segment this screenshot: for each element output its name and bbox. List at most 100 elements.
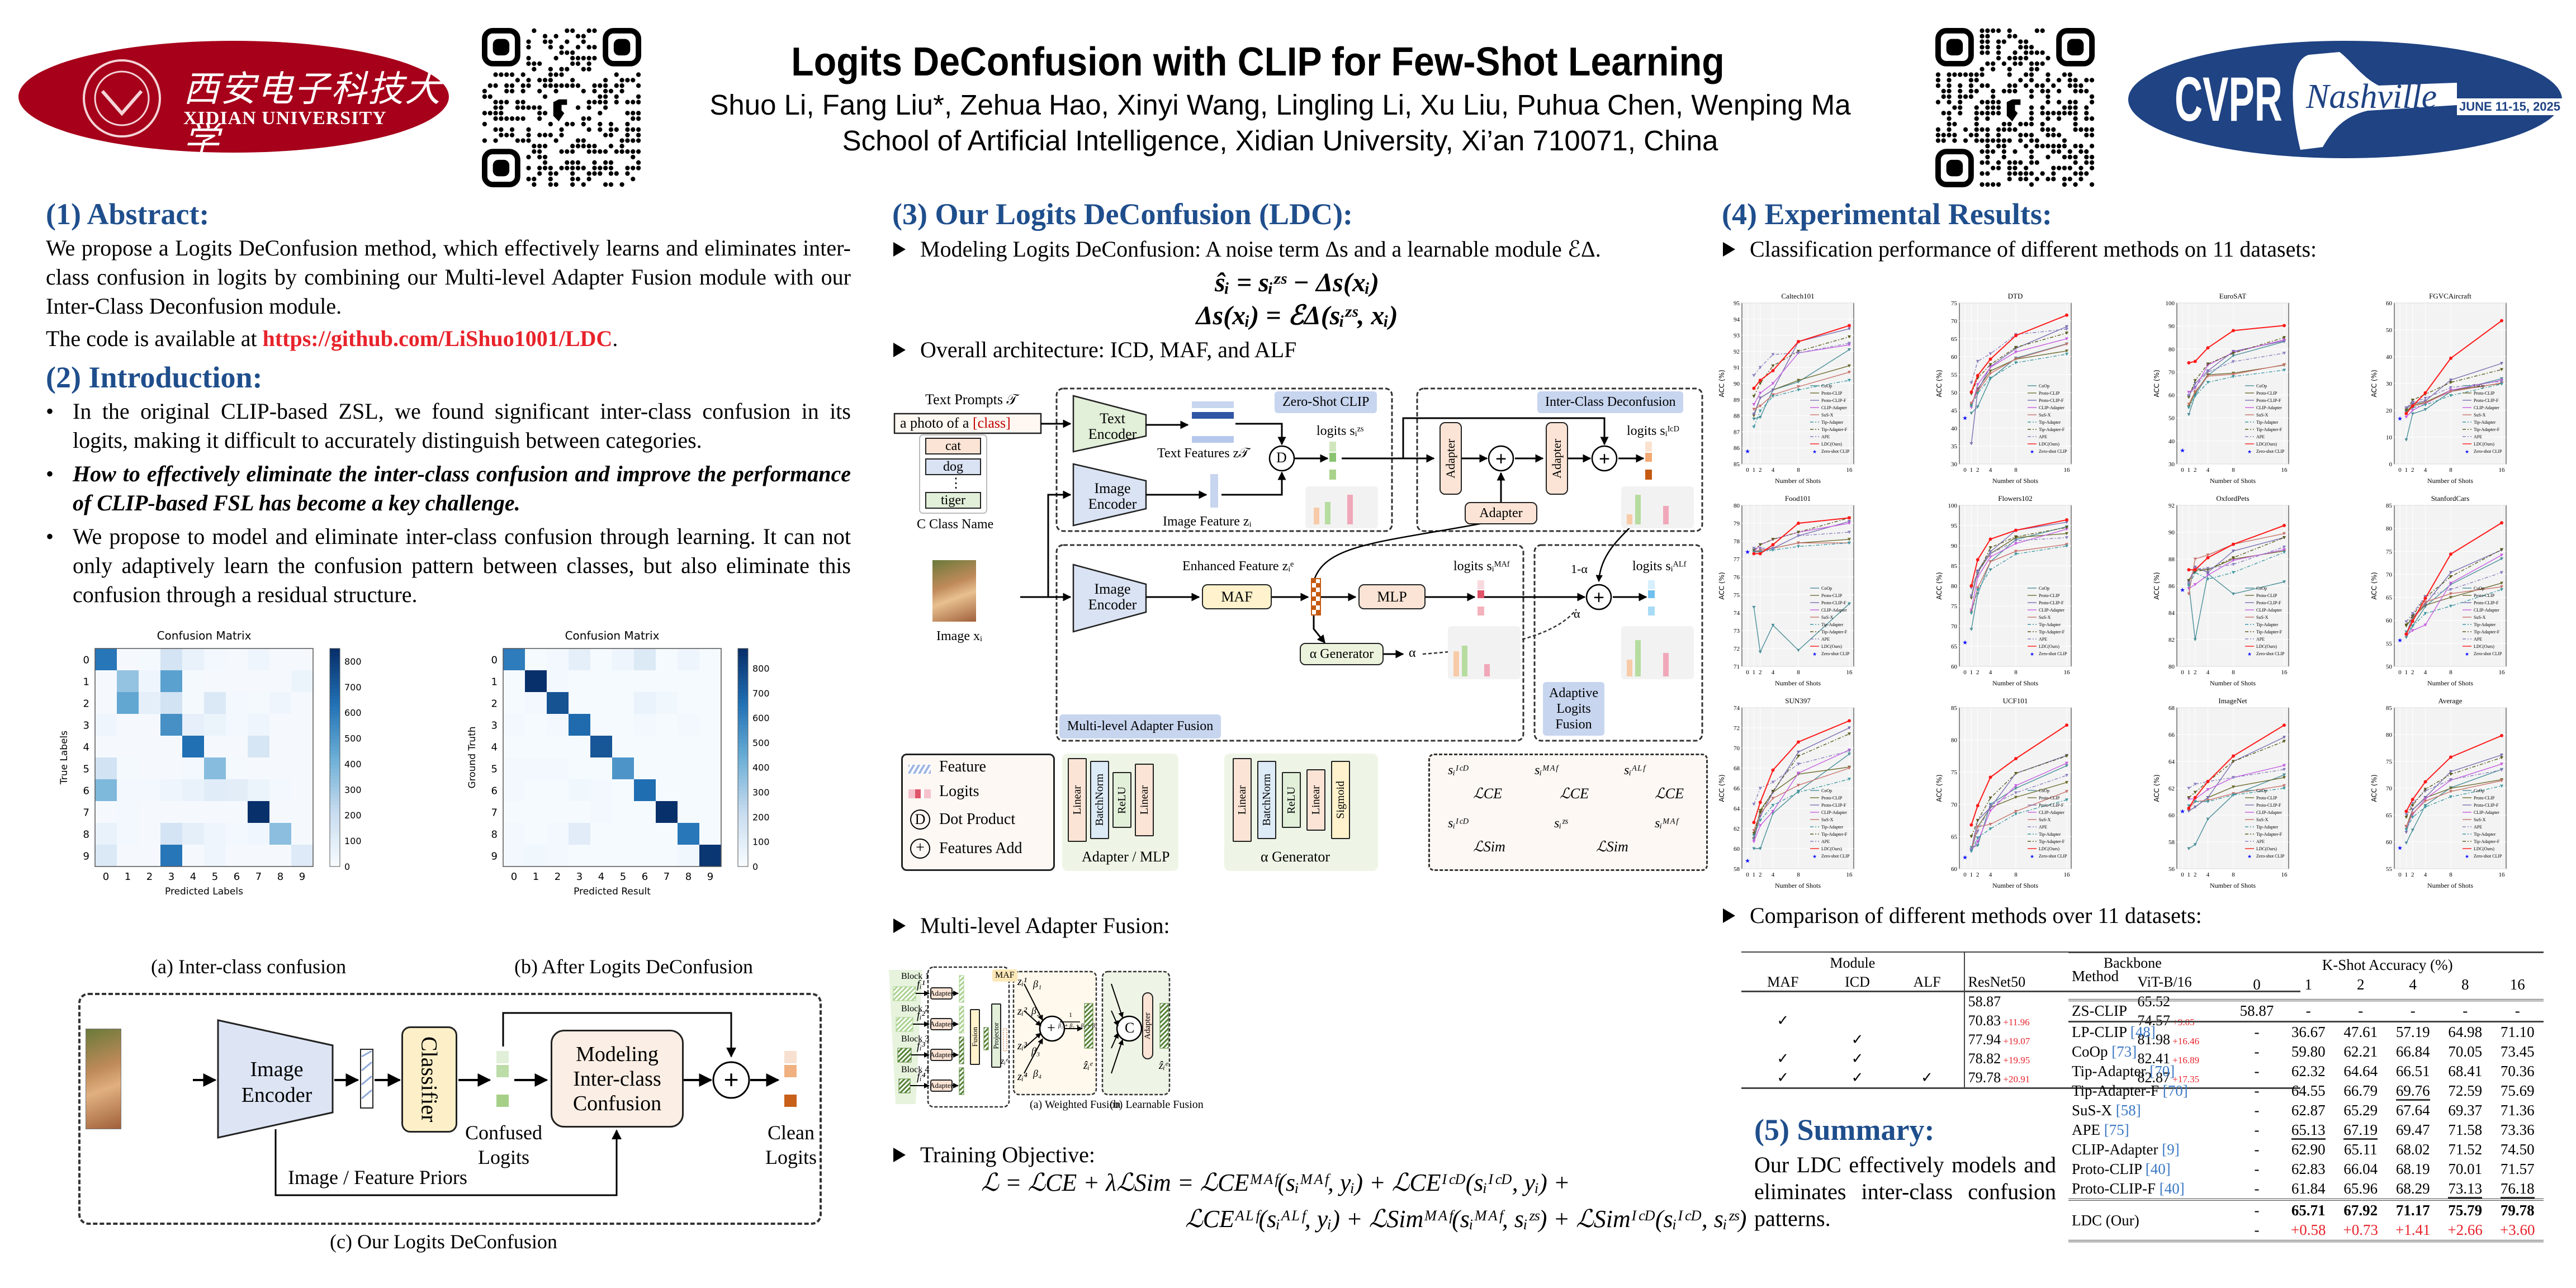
chart-ytick: 30 — [1951, 461, 1958, 468]
cm-cell — [656, 845, 678, 866]
equation-2: Δs(xᵢ) = ℰΔ(sᵢᶻˢ, xᵢ) — [1196, 301, 1398, 330]
data-point — [2193, 390, 2197, 394]
chart-ylabel: ACC (%) — [1935, 774, 1943, 802]
data-point — [2500, 557, 2503, 561]
data-point — [1771, 382, 1775, 385]
data-point — [2232, 592, 2235, 596]
chart-xtick: 1 — [2405, 467, 2408, 473]
qr-code-left[interactable] — [482, 28, 641, 187]
chart-xtick: 16 — [2064, 467, 2071, 473]
legend-features-add: Features Add — [939, 840, 1022, 857]
data-point — [1771, 364, 1775, 368]
data-point — [2206, 796, 2210, 799]
loss-sim-2: ℒSim — [1596, 839, 1628, 855]
zero-shot-marker: ★ — [2180, 587, 2185, 594]
legend-entry: CoOp — [1821, 788, 1832, 793]
kshot-cell: - — [2410, 1002, 2416, 1019]
maf-zhat-b: ẑᵢᵉ — [1159, 1059, 1168, 1072]
data-point — [2404, 816, 2408, 819]
data-point — [2232, 354, 2235, 358]
data-point — [1848, 522, 1851, 525]
chart-xlabel: Number of Shots — [2210, 882, 2256, 889]
cm-cell — [503, 648, 525, 670]
legend-entry: CLIP-Adapter — [1821, 405, 1847, 410]
zero-shot-marker: ★ — [1962, 415, 1968, 422]
chart-xtick: 4 — [2424, 872, 2427, 878]
data-point — [1797, 522, 1800, 525]
github-link[interactable]: https://github.com/LiShuo1001/LDC — [262, 326, 613, 351]
chart-ytick: 65 — [1951, 834, 1958, 840]
kshot-cell: 59.80 — [2291, 1043, 2326, 1060]
ablation-cell: ✓ — [1851, 1069, 1864, 1086]
data-point — [2411, 409, 2414, 412]
data-point — [2500, 768, 2503, 772]
cm-cell — [503, 823, 525, 845]
chart-ytick: 64 — [2168, 759, 2175, 765]
legend-entry: Proto-CLIP-F — [2256, 398, 2281, 403]
data-point — [2423, 401, 2427, 405]
kshot-cell: 68.02 — [2395, 1141, 2430, 1158]
data-point — [2449, 575, 2452, 579]
cm-cell — [634, 757, 656, 779]
data-point — [2500, 588, 2503, 591]
cm-cell — [503, 801, 525, 823]
legend-entry: Tip-Adapter — [2256, 825, 2279, 830]
chart-ylabel: ACC (%) — [2153, 572, 2161, 599]
chart-ytick: 70 — [2386, 785, 2393, 792]
chart-xtick: 16 — [2499, 872, 2506, 878]
data-point — [1797, 771, 1800, 775]
chart-title: Flowers102 — [1998, 494, 2032, 503]
kshot-cell: 67.19 — [2334, 1120, 2386, 1140]
series-line — [2189, 788, 2285, 806]
kshot-cell: - — [2463, 1002, 2468, 1019]
legend-entry: CLIP-Adapter — [2039, 810, 2064, 815]
legend-entry: Tip-Adapter-F — [2256, 427, 2283, 432]
ablation-cell — [1825, 1011, 1891, 1030]
chart-ytick: 85 — [2386, 503, 2393, 509]
data-point — [2206, 788, 2210, 792]
data-point — [2187, 361, 2191, 364]
chart-ytick: 86 — [1734, 445, 1740, 452]
ablation-cell: ✓ — [1851, 1031, 1864, 1048]
qr-code-right[interactable] — [1935, 28, 2095, 187]
cm-cell — [182, 670, 204, 692]
legend-entry: APE — [2474, 825, 2482, 830]
data-point — [1752, 552, 1756, 556]
chart-xtick: 2 — [1759, 669, 1762, 676]
legend-entry: APE — [1821, 839, 1830, 844]
svg-text:★: ★ — [1812, 651, 1817, 657]
maf-weight-den: β₁ + β₂ + β₃ + β₄ — [1058, 1023, 1097, 1029]
data-point — [1988, 550, 1992, 553]
ablation-cell: 70.83 +11.96 — [1968, 1012, 2030, 1029]
cm-ytick: 6 — [83, 785, 89, 797]
data-point — [2404, 623, 2408, 627]
cm-cell — [160, 736, 182, 757]
data-point — [1976, 825, 1980, 829]
legend-entry: Tip-Adapter-F — [1821, 629, 1848, 634]
data-point — [2187, 406, 2191, 410]
cm-ytick: 0 — [491, 655, 498, 666]
cm-cell — [656, 648, 678, 670]
data-point — [2232, 352, 2235, 355]
data-point — [1752, 834, 1756, 837]
chart-xtick: 8 — [1797, 467, 1800, 473]
kshot-cell: +2.66 — [2447, 1221, 2483, 1238]
data-point — [1988, 537, 1992, 541]
chart-ytick: 86 — [2168, 583, 2175, 590]
chart-ytick: 75 — [1734, 592, 1740, 599]
cm-cell — [547, 801, 569, 823]
chart-xtick: 0 — [1963, 467, 1967, 473]
adapter-layer-2: BatchNorm — [1090, 761, 1109, 839]
ablation-cell: 81.98 +16.46 — [2137, 1031, 2200, 1048]
legend-entry: LDC(Ours) — [2474, 846, 2494, 851]
data-point — [2500, 763, 2503, 766]
kshot-cell: 74.50 — [2500, 1141, 2535, 1158]
chart-xtick: 2 — [2411, 872, 2414, 878]
cm-colorbar-tick: 400 — [752, 763, 770, 773]
data-point — [1848, 342, 1851, 345]
chart-ytick: 94 — [1734, 316, 1740, 323]
